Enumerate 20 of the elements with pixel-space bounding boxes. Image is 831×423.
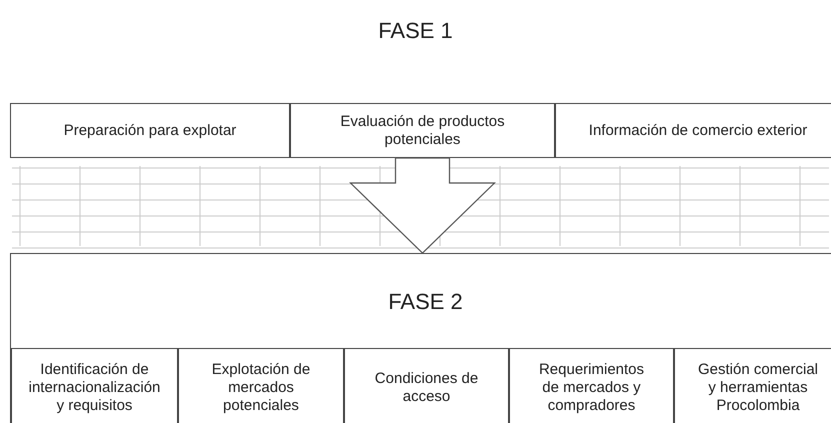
box-label: Requerimientos de mercados y compradores — [538, 361, 646, 415]
process-box — [674, 348, 831, 423]
box-label: Identificación de internacionalización y requisitos — [28, 361, 160, 415]
box-label: Gestión comercial y herramientas Procolombia — [696, 361, 820, 415]
phase-panel — [10, 253, 831, 423]
process-box — [178, 348, 344, 423]
process-box — [509, 348, 674, 423]
block-arrow — [349, 157, 496, 254]
process-box — [290, 103, 555, 158]
box-label: Condiciones de acceso — [374, 370, 480, 406]
phase-heading: FASE 2 — [388, 288, 463, 316]
phase-title: FASE 1 — [378, 17, 453, 45]
process-box — [344, 348, 509, 423]
box-label: Explotación de mercados potenciales — [210, 361, 312, 415]
box-label: Información de comercio exterior — [588, 122, 808, 140]
box-label: Preparación para explotar — [64, 122, 236, 140]
process-box — [10, 103, 290, 158]
process-box — [555, 103, 831, 158]
box-label: Evaluación de productos potenciales — [339, 112, 506, 148]
process-box — [11, 348, 178, 423]
